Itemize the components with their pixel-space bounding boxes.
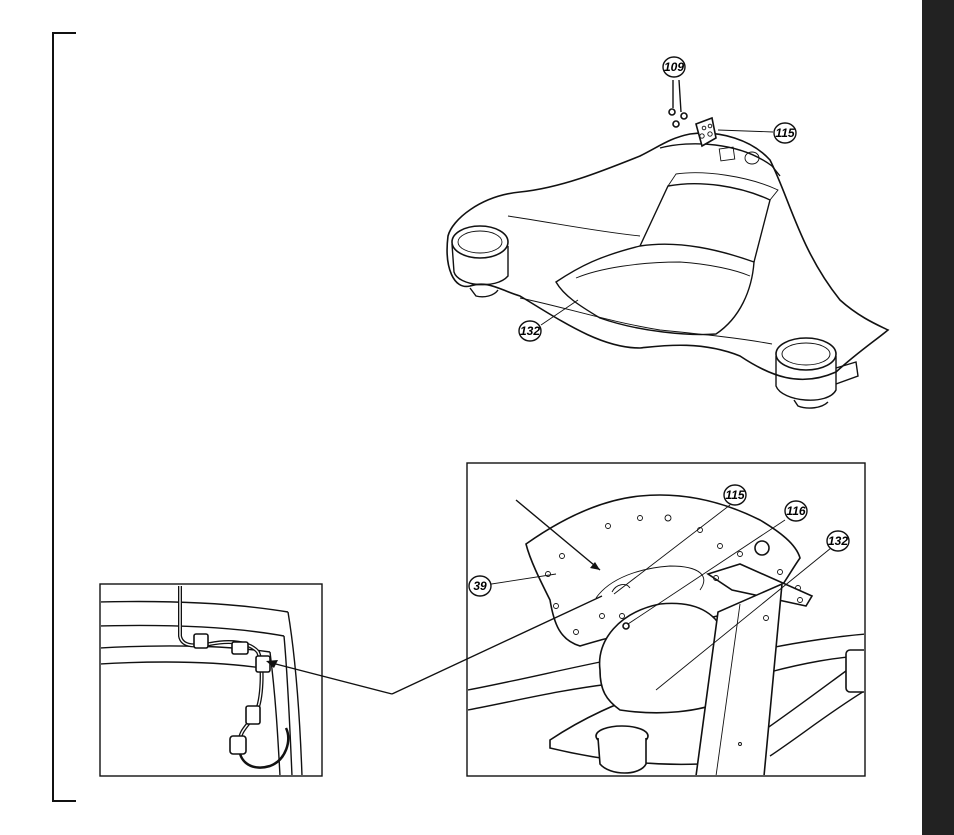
callout-39-label: 39 (473, 579, 487, 593)
callout-132-top: 132 (519, 321, 541, 341)
callout-132-detail-label: 132 (828, 534, 848, 548)
callout-116: 116 (785, 501, 807, 521)
callout-132-detail: 132 (827, 531, 849, 551)
callout-116-label: 116 (786, 504, 805, 518)
callout-115-top: 115 (774, 123, 796, 143)
callout-109-label: 109 (664, 60, 684, 74)
base-frame-drawing (447, 133, 888, 408)
callout-115-detail: 115 (724, 485, 746, 505)
callout-109: 109 (663, 57, 685, 77)
callout-132-top-label: 132 (520, 324, 540, 338)
callout-115-detail-label: 115 (725, 488, 744, 502)
callout-115-top-label: 115 (775, 126, 794, 140)
leader-115-top (718, 130, 773, 132)
screw-set-109 (669, 80, 687, 127)
callout-39: 39 (469, 576, 491, 596)
